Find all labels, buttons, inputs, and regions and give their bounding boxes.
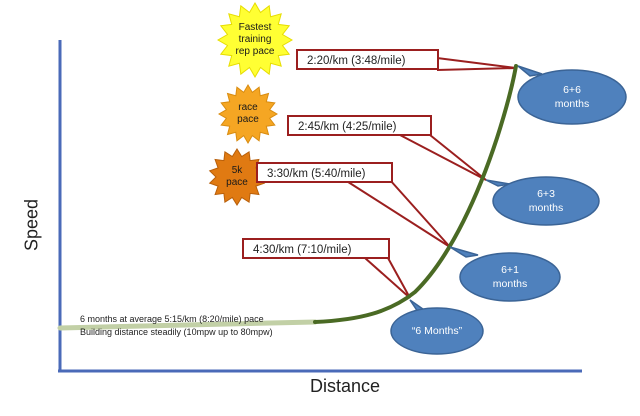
fastest-badge-label: Fastest training rep pace xyxy=(224,22,286,58)
milestone-oval xyxy=(492,176,600,226)
y-axis-label: Speed xyxy=(21,198,42,252)
milestone-6months-label: “6 Months” xyxy=(392,324,482,338)
fastest-badge-starburst xyxy=(217,2,293,78)
pointer-race xyxy=(399,134,487,181)
badge-line: training xyxy=(238,34,272,45)
milestone-6months xyxy=(390,299,484,355)
pointer-5k xyxy=(344,179,451,248)
milestone-line: months xyxy=(528,202,564,214)
pace-box-race: 2:45/km (4:25/mile) xyxy=(287,115,432,136)
training-progression-curve xyxy=(313,64,518,324)
5k-badge-label: 5k pace xyxy=(211,165,263,189)
pace-box-5k: 3:30/km (5:40/mile) xyxy=(256,162,393,183)
pace-box-base: 4:30/km (7:10/mile) xyxy=(242,238,390,259)
milestone-oval xyxy=(459,252,561,302)
milestone-line: months xyxy=(492,278,528,290)
badge-line: 5k xyxy=(231,165,243,176)
milestone-pointer xyxy=(449,246,479,258)
race-badge-label: race pace xyxy=(222,102,274,126)
milestone-pointer xyxy=(517,65,543,77)
milestone-line: “6 Months” xyxy=(411,325,463,337)
pace-callout-pointers xyxy=(344,57,517,299)
milestone-line: 6+6 xyxy=(563,84,581,96)
badge-line: rep pace xyxy=(235,46,275,57)
milestone-6plus3-label: 6+3 months xyxy=(506,187,586,215)
milestone-6plus1 xyxy=(449,246,561,302)
milestone-line: 6+1 xyxy=(501,264,519,276)
milestone-6plus6-label: 6+6 months xyxy=(532,83,612,111)
badge-line: race xyxy=(238,102,258,113)
badge-line: Fastest xyxy=(238,22,272,33)
pointer-fastest xyxy=(436,57,517,71)
milestone-line: months xyxy=(554,98,590,110)
badge-line: pace xyxy=(237,114,259,125)
base-phase-note-line1: 6 months at average 5:15/km (8:20/mile) … xyxy=(80,314,264,324)
milestone-oval xyxy=(517,69,627,125)
milestone-6plus1-label: 6+1 months xyxy=(470,263,550,291)
milestone-line: 6+3 xyxy=(537,188,555,200)
race-badge-starburst xyxy=(218,84,278,144)
badge-line: pace xyxy=(226,177,248,188)
x-axis-label: Distance xyxy=(309,376,381,396)
milestone-6plus3 xyxy=(485,176,600,226)
base-phase-line xyxy=(57,319,318,331)
milestone-pointer xyxy=(485,179,511,187)
base-phase-note-line2: Building distance steadily (10mpw up to … xyxy=(80,327,273,337)
pointer-base xyxy=(364,257,411,299)
milestone-oval xyxy=(390,307,484,355)
milestone-6plus6 xyxy=(517,65,627,125)
pace-box-fastest: 2:20/km (3:48/mile) xyxy=(296,49,439,70)
